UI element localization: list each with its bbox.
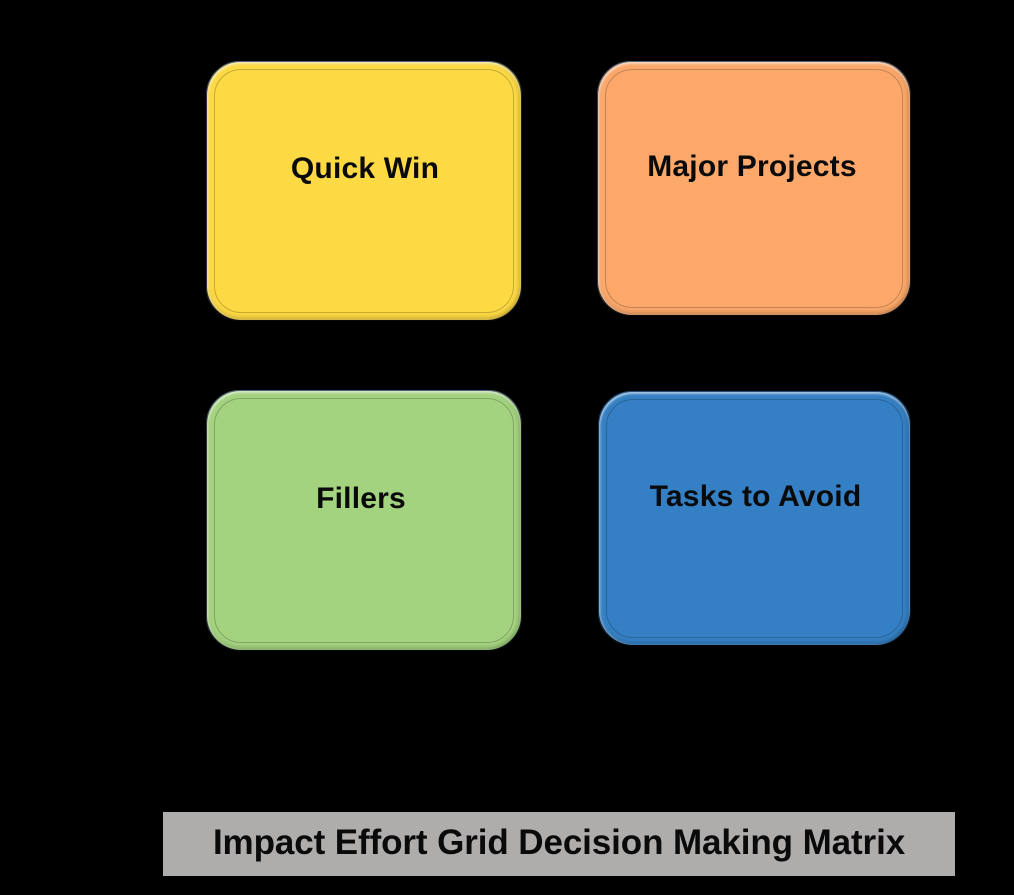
quadrant-rim — [599, 392, 910, 645]
caption-bar: Impact Effort Grid Decision Making Matri… — [163, 812, 955, 876]
quadrant-rim — [207, 391, 521, 650]
quadrant-label-tasks-to-avoid: Tasks to Avoid — [649, 479, 862, 513]
quadrant-rim — [207, 62, 521, 320]
quadrant-rim — [598, 62, 910, 315]
quadrant-fillers[interactable]: Fillers — [206, 390, 522, 651]
caption-title: Impact Effort Grid Decision Making Matri… — [212, 823, 906, 862]
quadrant-label-major-projects: Major Projects — [647, 149, 857, 183]
quadrant-quick-win[interactable]: Quick Win — [206, 61, 522, 321]
quadrant-major-projects[interactable]: Major Projects — [597, 61, 911, 316]
quadrant-label-fillers: Fillers — [316, 481, 406, 515]
quadrant-tasks-to-avoid[interactable]: Tasks to Avoid — [598, 391, 911, 646]
quadrant-label-quick-win: Quick Win — [290, 152, 440, 185]
